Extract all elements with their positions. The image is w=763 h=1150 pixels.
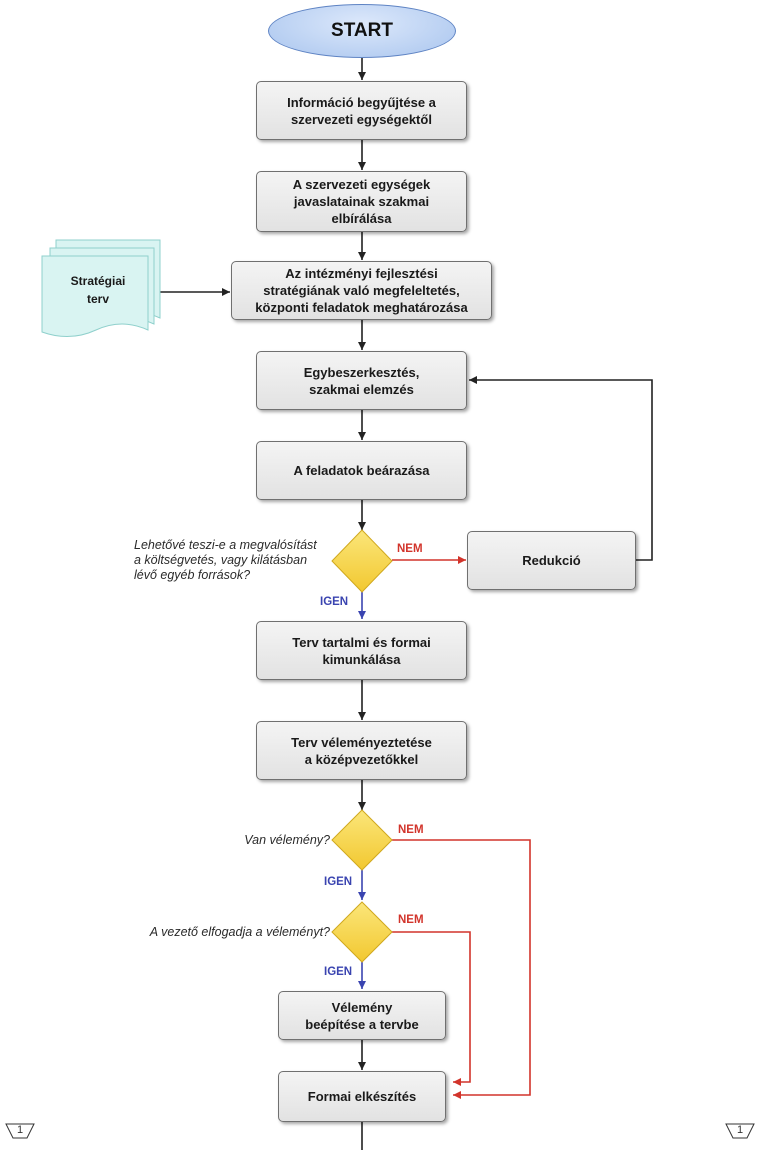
decision-opinion-question: Van vélemény? bbox=[244, 833, 330, 847]
step-review-proposals: A szervezeti egységek javaslatainak szak… bbox=[256, 171, 467, 232]
start-label: START bbox=[331, 20, 393, 41]
step-incorporate-opinion: Vélemény beépítése a tervbe bbox=[278, 991, 446, 1040]
decision-opinion-diamond bbox=[331, 809, 393, 871]
decision-budget-question: Lehetővé teszi-e a megvalósítást a költs… bbox=[134, 538, 317, 582]
step-reduction: Redukció bbox=[467, 531, 636, 590]
offpage-connector-right bbox=[725, 1123, 755, 1139]
step-collect-information: Információ begyűjtése a szervezeti egysé… bbox=[256, 81, 467, 140]
step-pricing: A feladatok beárazása bbox=[256, 441, 467, 500]
offpage-connector-left bbox=[5, 1123, 35, 1139]
step-strategy-alignment: Az intézményi fejlesztési stratégiának v… bbox=[231, 261, 492, 320]
step-consultation: Terv véleményeztetése a középvezetőkkel bbox=[256, 721, 467, 780]
accept-yes-label: IGEN bbox=[324, 966, 353, 978]
arrow-opinion-no bbox=[392, 839, 531, 1099]
arrow-accept-no bbox=[392, 931, 471, 1086]
decision-accept-diamond bbox=[331, 901, 393, 963]
no-branch-arrows bbox=[392, 556, 531, 1099]
step-finalize-format: Formai elkészítés bbox=[278, 1071, 446, 1122]
step-draft-plan: Terv tartalmi és formai kimunkálása bbox=[256, 621, 467, 680]
strategy-document-label: Stratégiai terv bbox=[70, 274, 126, 306]
decision-budget-diamond bbox=[331, 529, 393, 593]
offpage-connector-left-number: 1 bbox=[16, 1124, 24, 1136]
accept-no-label: NEM bbox=[398, 914, 424, 926]
budget-no-label: NEM bbox=[397, 543, 423, 555]
start-terminal: START bbox=[268, 4, 456, 58]
decision-accept-question: A vezető elfogadja a véleményt? bbox=[149, 925, 330, 939]
strategy-document-shape bbox=[41, 239, 161, 337]
arrow-reduction-loop bbox=[469, 376, 653, 561]
opinion-no-label: NEM bbox=[398, 824, 424, 836]
offpage-connector-right-number: 1 bbox=[736, 1124, 744, 1136]
budget-yes-label: IGEN bbox=[320, 596, 349, 608]
step-editing-analysis: Egybeszerkesztés, szakmai elemzés bbox=[256, 351, 467, 410]
opinion-yes-label: IGEN bbox=[324, 876, 353, 888]
main-flow-arrows bbox=[160, 58, 653, 1150]
